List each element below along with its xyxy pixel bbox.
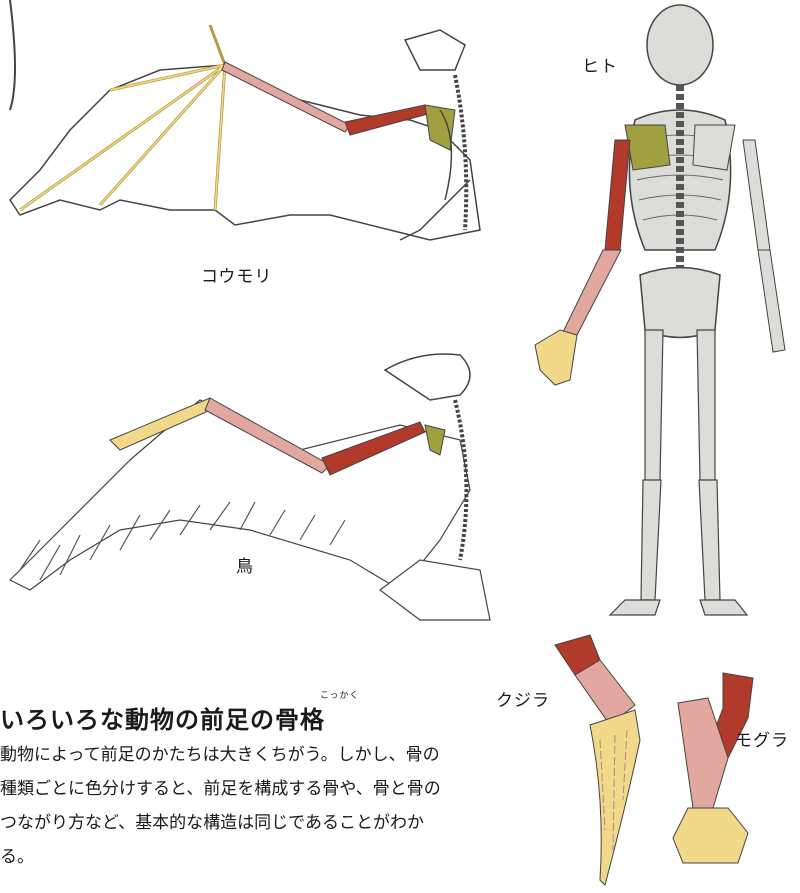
human-skull xyxy=(647,5,713,85)
whale-label: クジラ xyxy=(496,686,550,711)
whale-flipper xyxy=(545,630,655,890)
human-legs xyxy=(641,330,720,600)
mole-label: モグラ xyxy=(735,726,789,751)
heading-ruby: こっかく xyxy=(320,688,359,701)
human-forearm xyxy=(563,250,621,335)
heading: いろいろな動物の前足の骨格 xyxy=(0,700,325,735)
human-pelvis xyxy=(640,268,720,338)
bat-thumb xyxy=(210,25,225,65)
description: 動物によって前足のかたちは大きくちがう。しかし、骨の種類ごとに色分けすると、前足… xyxy=(0,738,450,874)
bat-label: コウモリ xyxy=(201,262,272,287)
human-shoulder-blade xyxy=(625,125,670,170)
human-upper-arm xyxy=(605,140,630,250)
mole-forelimb xyxy=(668,668,768,868)
human-label: ヒト xyxy=(582,52,618,77)
human-skeleton xyxy=(515,0,800,640)
mole-hand xyxy=(673,808,748,863)
bird-label: 鳥 xyxy=(236,552,254,577)
bird-skeleton xyxy=(0,330,500,630)
bat-skull xyxy=(405,30,465,70)
bat-skeleton xyxy=(0,0,500,260)
bird-skull xyxy=(385,354,470,400)
human-hand xyxy=(535,330,577,385)
